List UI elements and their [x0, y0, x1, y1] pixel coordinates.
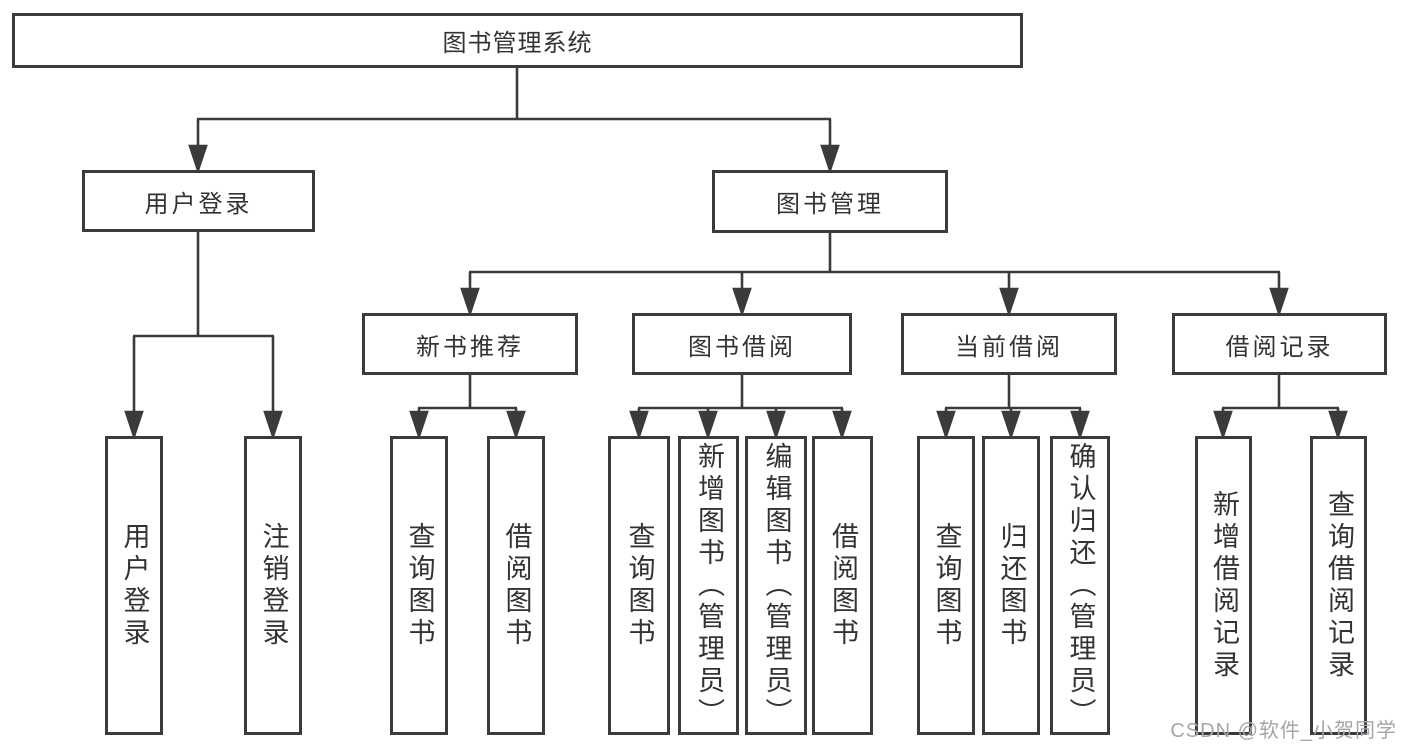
leaf-label: 新增图书（管理员）: [694, 441, 724, 730]
leaf-label: 归还图书: [996, 521, 1027, 650]
leaf-label: 确认归还（管理员）: [1065, 441, 1096, 730]
leaf-label: 编辑图书（管理员）: [761, 441, 792, 730]
leaf-label: 新增借阅记录: [1209, 489, 1239, 682]
leaf-label: 查询图书: [624, 521, 655, 650]
leaf-query-borrow-record: 查询借阅记录: [1310, 436, 1367, 735]
leaf-user-login: 用户登录: [105, 436, 163, 735]
leaf-label: 用户登录: [119, 521, 150, 650]
leaf-label: 借阅图书: [828, 521, 858, 650]
node-borrow-records: 借阅记录: [1172, 313, 1387, 375]
node-book-management: 图书管理: [712, 170, 948, 233]
leaf-borrow-books-recommend: 借阅图书: [487, 436, 545, 735]
leaf-label: 借阅图书: [501, 521, 532, 650]
node-label: 图书管理: [776, 191, 884, 218]
node-label: 当前借阅: [955, 333, 1063, 361]
leaf-confirm-return-admin: 确认归还（管理员）: [1050, 436, 1110, 735]
leaf-label: 查询图书: [404, 521, 435, 650]
leaf-query-books-borrow: 查询图书: [608, 436, 670, 735]
leaf-label: 查询图书: [931, 521, 962, 650]
connector-lines: [124, 68, 1348, 441]
leaf-return-books: 归还图书: [982, 436, 1040, 735]
leaf-add-books-admin: 新增图书（管理员）: [678, 436, 739, 735]
leaf-query-books-current: 查询图书: [917, 436, 975, 735]
csdn-watermark: CSDN @软件_小贺同学: [1170, 720, 1397, 742]
node-label: 图书借阅: [688, 333, 796, 361]
node-label: 用户登录: [144, 190, 253, 218]
leaf-logout: 注销登录: [244, 436, 302, 735]
node-current-borrow: 当前借阅: [901, 313, 1117, 375]
leaf-query-books-recommend: 查询图书: [390, 436, 448, 735]
node-library-system-root: 图书管理系统: [12, 13, 1023, 68]
leaf-edit-books-admin: 编辑图书（管理员）: [745, 436, 807, 735]
leaf-add-borrow-record: 新增借阅记录: [1195, 436, 1252, 735]
node-label: 图书管理系统: [442, 30, 593, 57]
node-label: 借阅记录: [1225, 333, 1334, 361]
leaf-label: 注销登录: [258, 521, 289, 650]
node-book-borrow: 图书借阅: [632, 313, 852, 375]
leaf-label: 查询借阅记录: [1324, 489, 1354, 682]
node-label: 新书推荐: [416, 333, 524, 361]
node-new-book-recommend: 新书推荐: [362, 313, 578, 375]
node-user-login: 用户登录: [82, 170, 315, 232]
leaf-borrow-books: 借阅图书: [812, 436, 873, 735]
